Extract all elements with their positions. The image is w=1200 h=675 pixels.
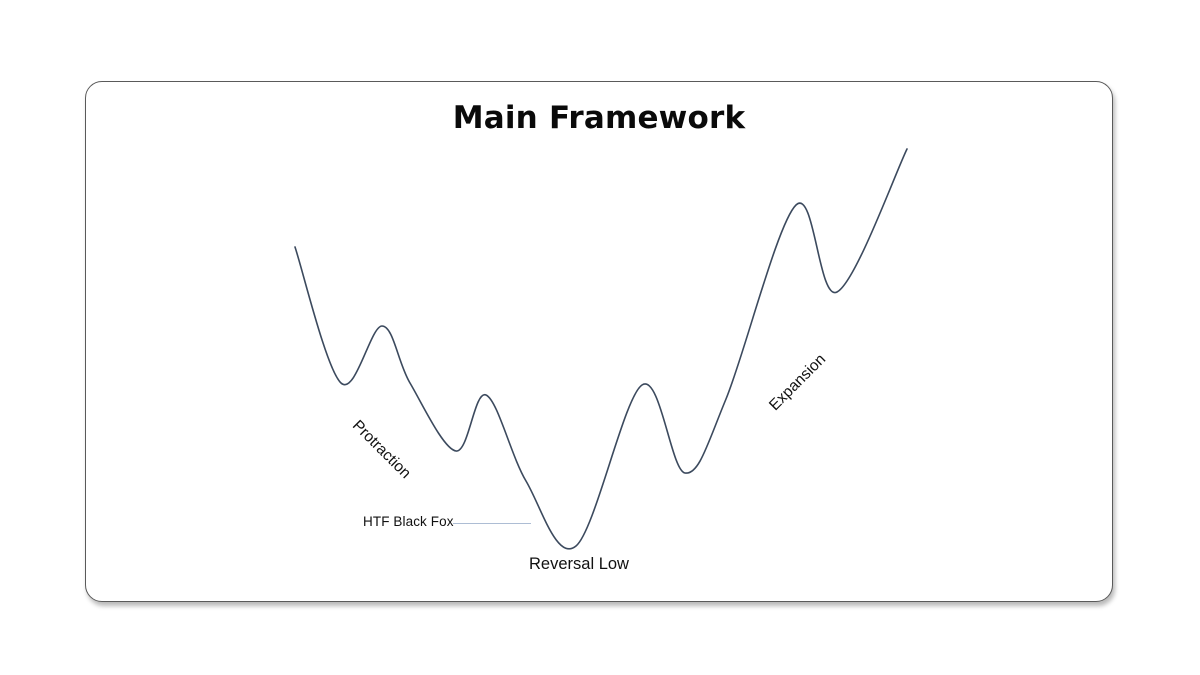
slide-card: Main Framework Protraction Expansion Rev… xyxy=(85,81,1113,602)
annotation-reversal-low: Reversal Low xyxy=(529,555,629,573)
price-curve-chart xyxy=(294,148,908,550)
annotation-htf-black-fox: HTF Black Fox xyxy=(363,514,454,529)
price-curve-path xyxy=(294,148,908,550)
page-title: Main Framework xyxy=(452,100,746,136)
htf-black-fox-leader-line xyxy=(453,523,531,524)
